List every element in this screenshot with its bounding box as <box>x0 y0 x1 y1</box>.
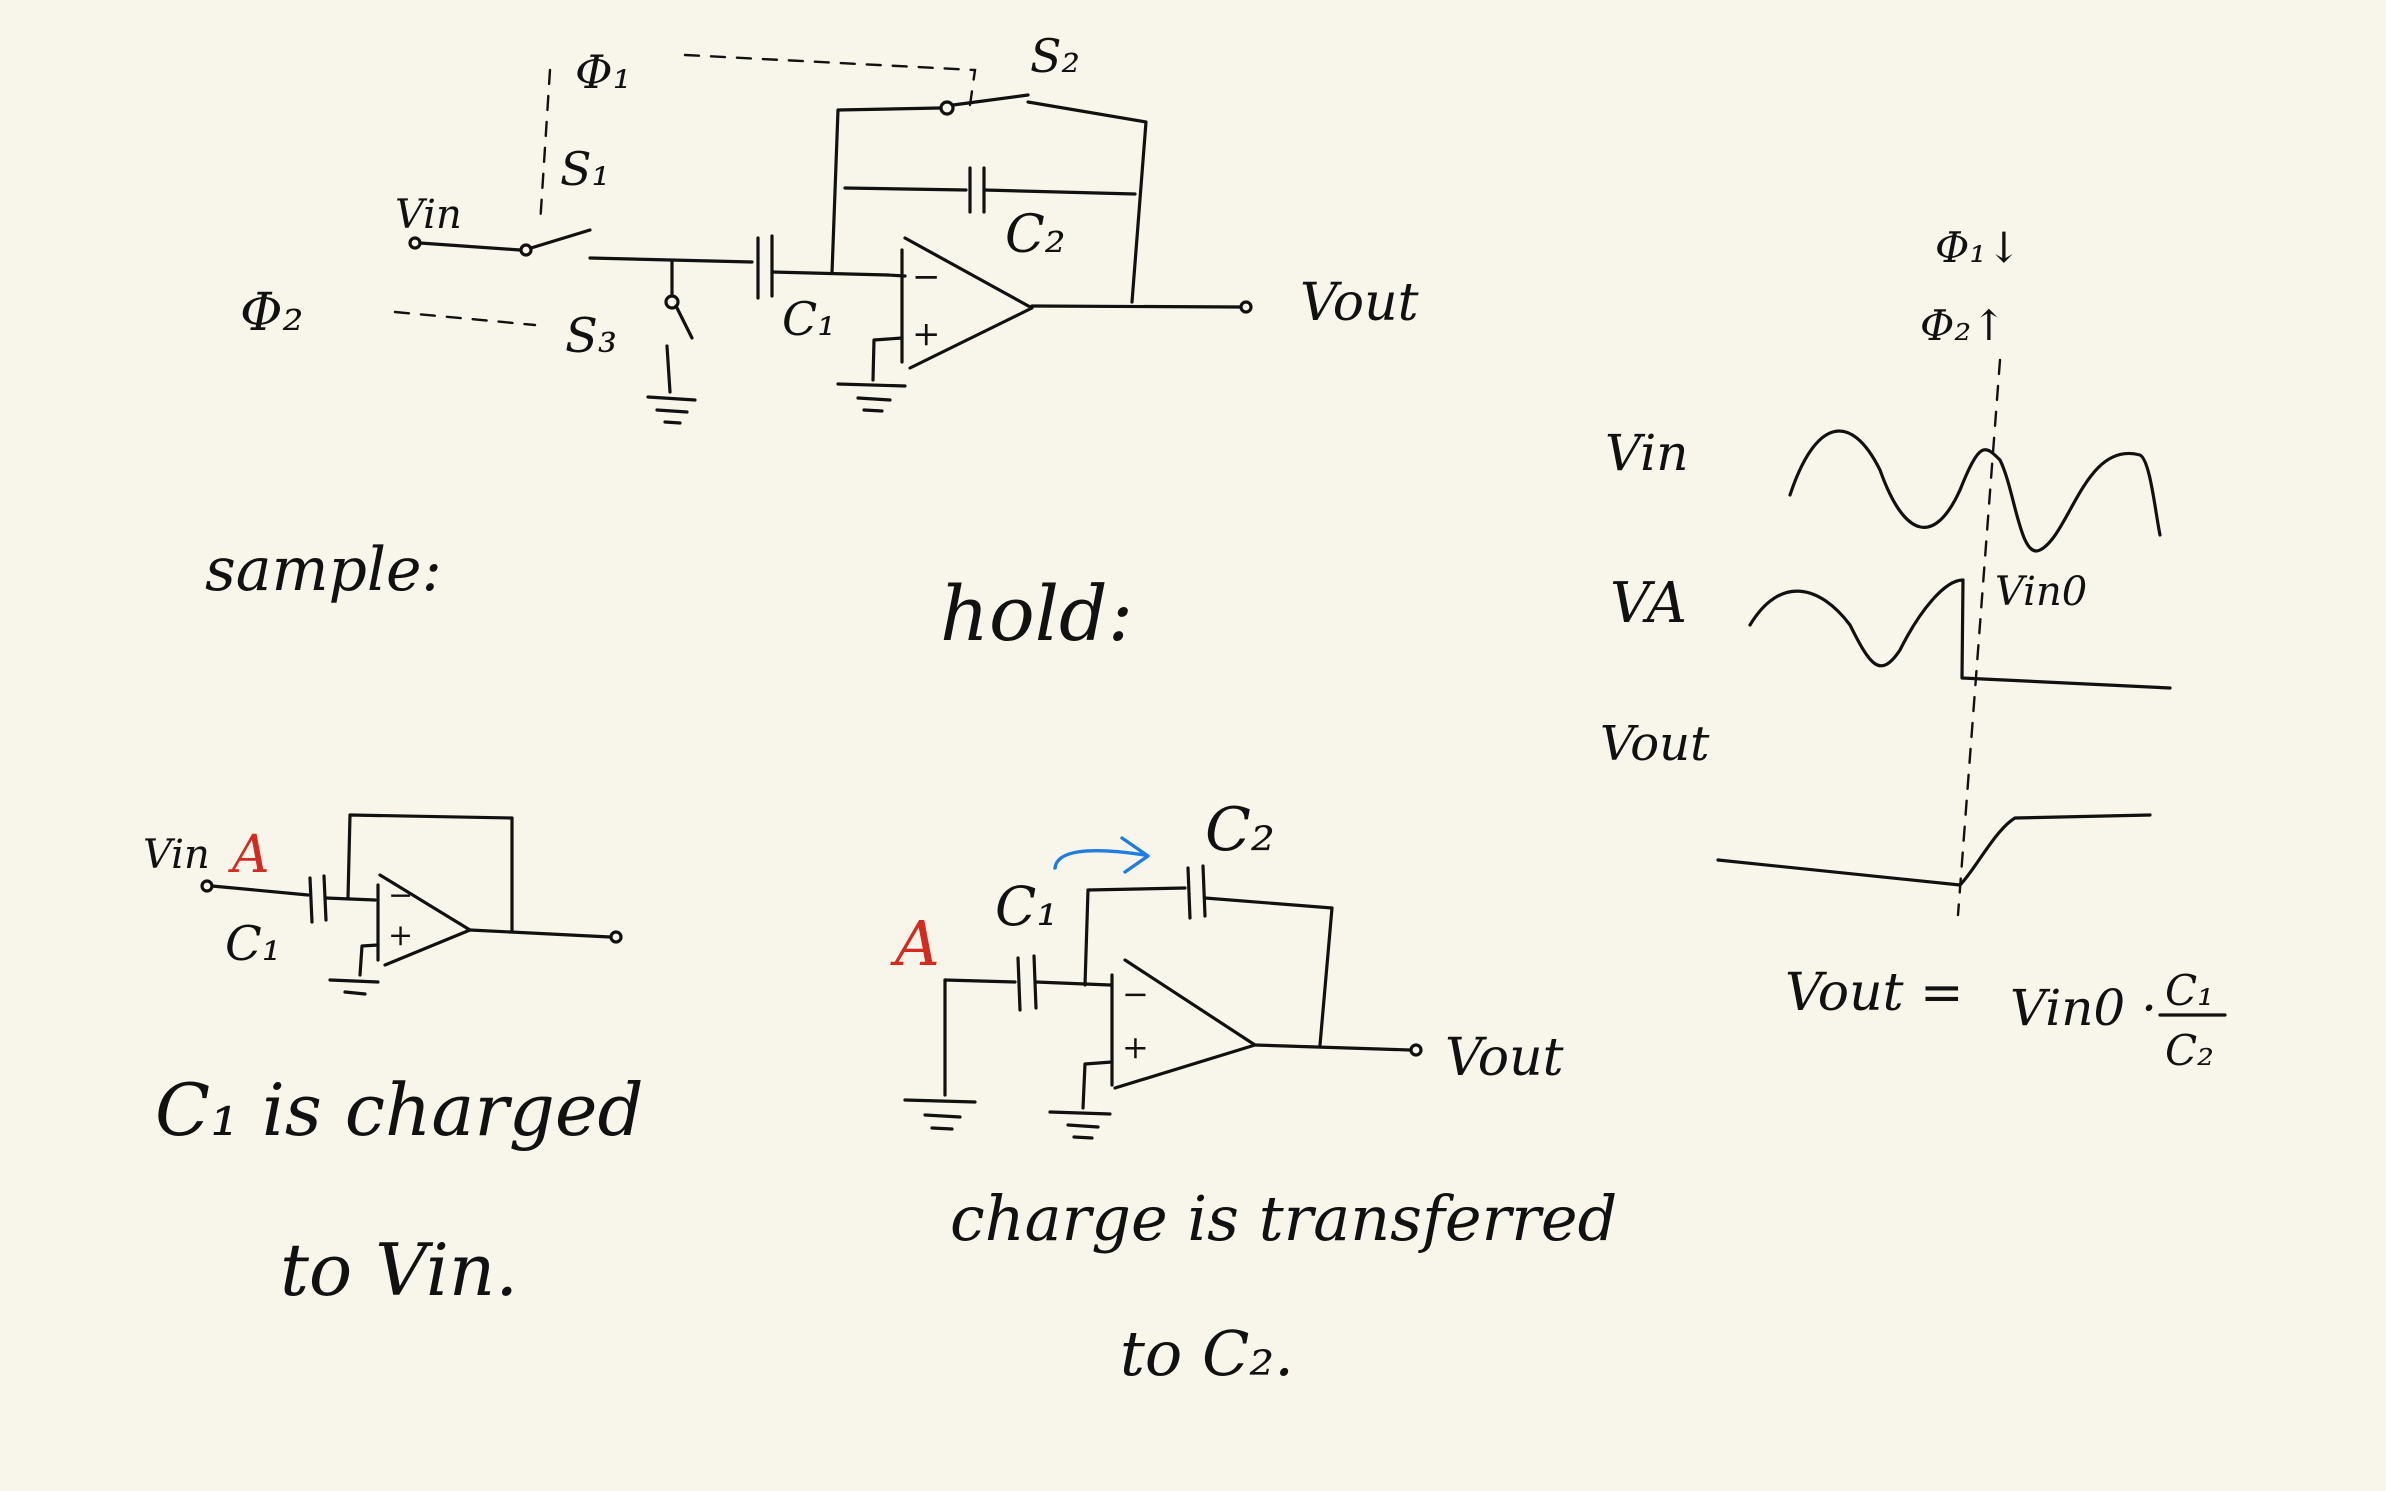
hold-feedback-right <box>1203 896 1334 1047</box>
sample-minus-sign: − <box>388 878 413 913</box>
timing-vin-label: Vin <box>1605 424 1688 482</box>
top-circuit: Φ₁ Φ₂ S₂ S₁ S₃ Vin C₁ C₂ Vout − + <box>240 29 1419 425</box>
equation-numerator: C₁ <box>2165 966 2214 1015</box>
opamp-triangle <box>903 236 1034 370</box>
s3-switch-blade <box>670 260 694 340</box>
hold-plus-ground-wire <box>1081 1060 1114 1110</box>
va-waveform <box>1748 578 2172 690</box>
s3-label: S₃ <box>565 308 617 364</box>
sample-node-a-label: A <box>228 825 270 885</box>
hold-a-to-c1-wire <box>943 978 1017 984</box>
phi1-label: Φ₁ <box>575 45 631 99</box>
equation-lhs: Vout = <box>1785 963 1964 1023</box>
phi2-edge-label: Φ₂↑ <box>1920 301 2006 350</box>
phi1-control-line <box>538 68 552 227</box>
hold-vout-label: Vout <box>1445 1028 1564 1088</box>
hold-minus-sign: − <box>1122 975 1149 1013</box>
hold-node-a-label: A <box>890 907 940 980</box>
opamp-plus-sign: + <box>912 314 941 354</box>
c1-capacitor-symbol <box>756 234 774 300</box>
s3-ground-symbol <box>646 395 697 425</box>
vout-wire <box>1030 304 1242 309</box>
sample-plus-sign: + <box>388 918 413 953</box>
c1-label: C₁ <box>782 292 836 346</box>
s2-switch-blade <box>951 93 1030 107</box>
hold-caption-line1: charge is transferred <box>950 1182 1617 1255</box>
c1-to-inverting-wire <box>770 270 890 277</box>
timing-diagram: Φ₁↓ Φ₂↑ Vin VA Vout Vin0 Vout = Vin0 · C… <box>1600 223 2227 1075</box>
hold-phase: hold: A C₁ C₂ − + Vout charge is transfe… <box>890 569 1617 1390</box>
sample-c1-label: C₁ <box>225 916 281 972</box>
vin0-label: Vin0 <box>1995 569 2087 615</box>
vout-waveform <box>1716 813 2152 887</box>
sample-title: sample: <box>205 535 442 605</box>
phi2-label: Φ₂ <box>240 283 303 343</box>
s2-feedback-right <box>1026 100 1148 304</box>
equation-vin0: Vin0 · <box>2010 979 2157 1037</box>
s1-switch-blade <box>529 228 592 250</box>
sample-output-wire <box>468 928 612 939</box>
opamp-ground-symbol <box>836 382 907 413</box>
s3-ground-wire <box>665 344 672 394</box>
s2-pivot <box>939 100 955 116</box>
sample-vin-label: Vin <box>143 832 210 878</box>
s1-label: S₁ <box>560 142 610 196</box>
sample-output-terminal <box>609 930 623 944</box>
sample-plus-ground-wire <box>358 943 380 977</box>
feedback-node-wire <box>830 106 942 275</box>
vin-waveform <box>1788 429 2162 553</box>
hold-c1-capacitor-symbol <box>1016 954 1038 1012</box>
s2-label: S₂ <box>1030 29 1080 83</box>
sample-feedback-short <box>346 813 514 932</box>
hold-c1-to-opamp-wire <box>1034 980 1112 987</box>
vin-wire <box>418 241 522 252</box>
hold-feedback-left <box>1083 886 1187 987</box>
sample-c1-capacitor-symbol <box>308 874 328 924</box>
vout-terminal <box>1239 300 1253 314</box>
equation-denominator: C₂ <box>2165 1026 2214 1075</box>
sample-phase: sample: Vin A C₁ − + C₁ is charged to Vi… <box>143 535 644 1312</box>
opamp-inputs <box>886 248 907 364</box>
timing-va-label: VA <box>1610 571 1687 636</box>
hold-caption-line2: to C₂. <box>1120 1317 1294 1390</box>
vout-label: Vout <box>1300 273 1419 333</box>
hold-title: hold: <box>940 569 1133 658</box>
c2-label: C₂ <box>1005 205 1066 265</box>
c2-capacitor-symbol <box>968 166 986 214</box>
hold-c2-label: C₂ <box>1205 795 1275 865</box>
hold-c1-label: C₁ <box>995 875 1058 938</box>
hold-c2-capacitor-symbol <box>1186 864 1207 920</box>
sample-c1-to-opamp-wire <box>324 896 377 902</box>
c2-branch-right <box>982 188 1137 196</box>
sample-caption-line2: to Vin. <box>280 1228 518 1312</box>
opamp-minus-sign: − <box>912 257 941 297</box>
opamp-plus-ground-wire <box>871 336 904 382</box>
sample-ground-symbol <box>328 978 380 996</box>
phi1-edge-label: Φ₁↓ <box>1935 223 2021 272</box>
c2-branch-left <box>843 186 968 192</box>
s1-pivot <box>519 243 533 257</box>
sample-caption-line1: C₁ is charged <box>155 1068 644 1152</box>
hold-ground-symbol <box>1048 1110 1112 1140</box>
hold-node-a-ground-symbol <box>903 1098 977 1131</box>
hold-output-terminal <box>1409 1043 1423 1057</box>
timing-vout-label: Vout <box>1600 716 1710 772</box>
hold-output-wire <box>1253 1043 1412 1052</box>
sample-input-wire <box>210 884 310 897</box>
phi2-control-line <box>393 310 537 327</box>
hold-plus-sign: + <box>1122 1028 1149 1066</box>
charge-transfer-arrow <box>1053 836 1150 874</box>
vin-label: Vin <box>395 192 462 238</box>
sampling-instant-line <box>1956 358 2002 917</box>
wire-to-c1 <box>588 256 754 264</box>
phi1-s2-control-line <box>683 53 977 107</box>
